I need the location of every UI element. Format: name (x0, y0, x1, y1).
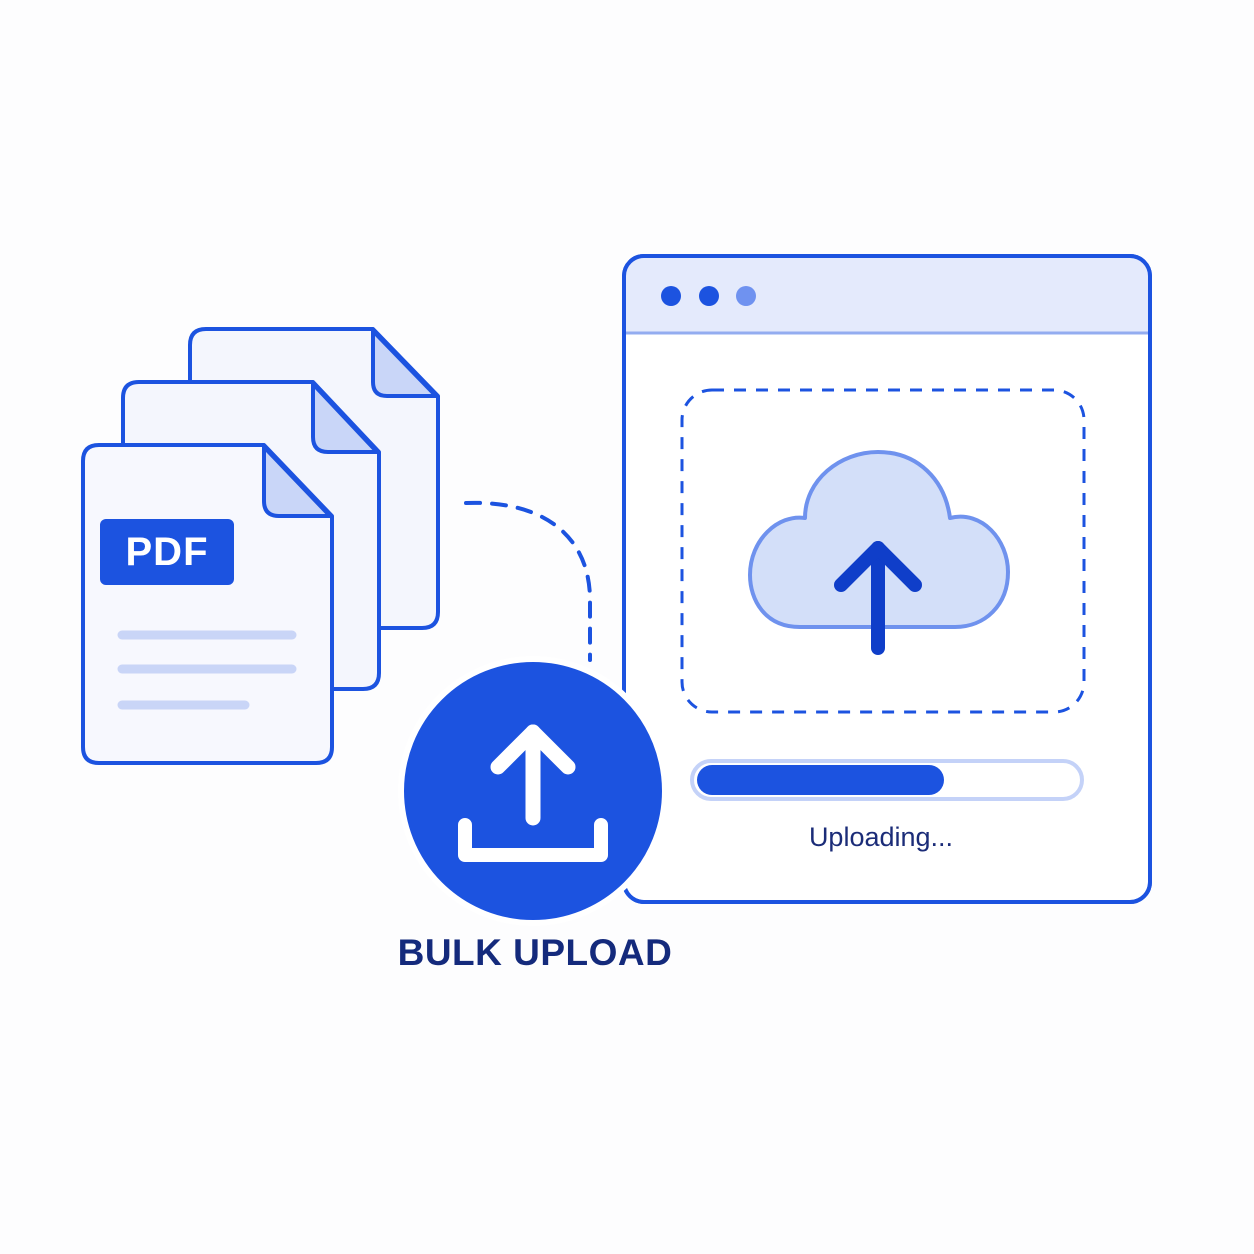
cloud-upload-icon (748, 450, 1010, 655)
window-dot-2[interactable] (699, 286, 719, 306)
upload-status-text: Uploading... (808, 822, 954, 852)
browser-titlebar (624, 256, 1150, 333)
bulk-upload-label: BULK UPLOAD (397, 932, 673, 973)
drop-zone[interactable] (680, 388, 1086, 714)
front-document (81, 443, 334, 765)
upload-tray-icon (458, 724, 608, 862)
bulk-upload-button[interactable] (398, 656, 668, 926)
dashed-connector (464, 500, 592, 662)
window-dot-3[interactable] (736, 286, 756, 306)
progress-fill (697, 765, 944, 795)
pdf-badge-label: PDF (125, 530, 209, 574)
browser-window (622, 254, 1152, 904)
pdf-badge (100, 519, 234, 585)
upload-progress-bar (690, 759, 1084, 801)
pdf-file-stack-icon (81, 327, 440, 765)
window-dot-1[interactable] (661, 286, 681, 306)
